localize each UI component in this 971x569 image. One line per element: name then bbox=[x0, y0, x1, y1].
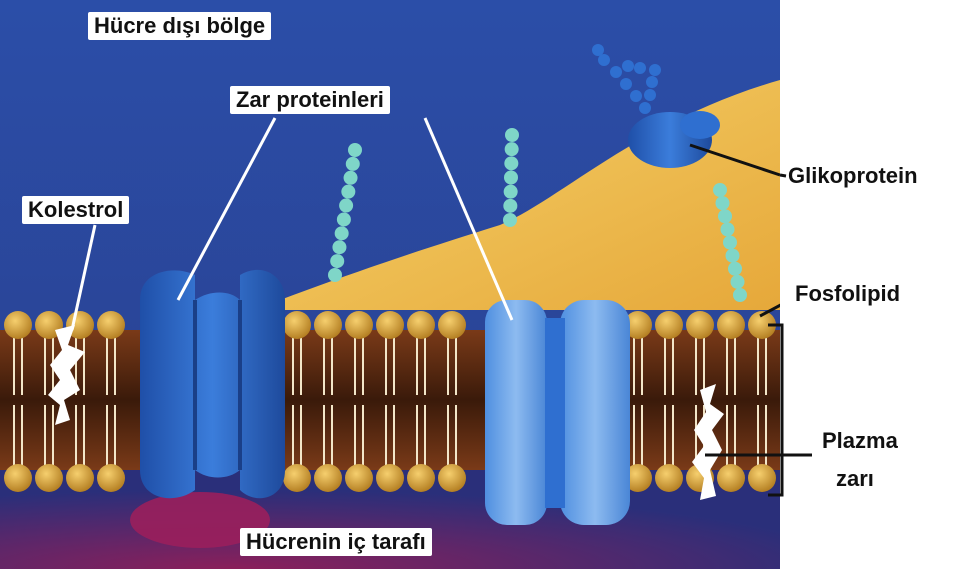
sugar-unit bbox=[348, 143, 362, 157]
phospholipid-head bbox=[283, 311, 311, 339]
sugar-unit bbox=[503, 213, 517, 227]
sugar-unit bbox=[716, 196, 730, 210]
label-plasma-line2: zarı bbox=[836, 468, 874, 490]
sugar-unit bbox=[332, 240, 346, 254]
phospholipid-heads-bottom bbox=[4, 464, 776, 492]
channel-protein-right bbox=[485, 300, 630, 525]
phospholipid-head bbox=[407, 311, 435, 339]
phospholipid-head bbox=[314, 311, 342, 339]
sugar-unit bbox=[346, 157, 360, 171]
phospholipid-head bbox=[35, 464, 63, 492]
sugar-unit bbox=[718, 209, 732, 223]
phospholipid-head bbox=[283, 464, 311, 492]
sugar-unit bbox=[504, 185, 518, 199]
phospholipid-head bbox=[655, 464, 683, 492]
phospholipid-head bbox=[655, 311, 683, 339]
phospholipid-head bbox=[97, 464, 125, 492]
sugar-unit bbox=[713, 183, 727, 197]
phospholipid-heads-top bbox=[4, 311, 776, 339]
sugar-unit bbox=[504, 156, 518, 170]
sugar-unit bbox=[503, 199, 517, 213]
label-membrane-proteins: Zar proteinleri bbox=[230, 86, 390, 114]
phospholipid-head bbox=[376, 464, 404, 492]
phospholipid-head bbox=[407, 464, 435, 492]
label-plasma-line1: Plazma bbox=[822, 430, 898, 452]
phospholipid-head bbox=[66, 464, 94, 492]
label-intracellular: Hücrenin iç tarafı bbox=[240, 528, 432, 556]
phospholipid-head bbox=[314, 464, 342, 492]
bilayer-core bbox=[0, 330, 780, 470]
phospholipid-head bbox=[686, 311, 714, 339]
phospholipid-head bbox=[717, 464, 745, 492]
phospholipid-head bbox=[345, 464, 373, 492]
sugar-unit bbox=[723, 236, 737, 250]
phospholipid-head bbox=[4, 311, 32, 339]
sugar-unit bbox=[330, 254, 344, 268]
channel-protein-left bbox=[140, 270, 285, 498]
sugar-unit bbox=[505, 128, 519, 142]
phospholipid-head bbox=[345, 311, 373, 339]
sugar-unit bbox=[504, 171, 518, 185]
sugar-unit bbox=[731, 275, 745, 289]
phospholipid-head bbox=[376, 311, 404, 339]
phospholipid-head bbox=[438, 464, 466, 492]
sugar-unit bbox=[733, 288, 747, 302]
sugar-unit bbox=[341, 185, 355, 199]
sugar-unit bbox=[337, 212, 351, 226]
sugar-unit bbox=[726, 249, 740, 263]
sugar-unit bbox=[335, 226, 349, 240]
label-glycoprotein: Glikoprotein bbox=[788, 165, 918, 187]
label-extracellular: Hücre dışı bölge bbox=[88, 12, 271, 40]
phospholipid-head bbox=[97, 311, 125, 339]
sugar-unit bbox=[721, 222, 735, 236]
sugar-unit bbox=[339, 199, 353, 213]
sugar-unit bbox=[328, 268, 342, 282]
phospholipid-head bbox=[748, 464, 776, 492]
phospholipid-head bbox=[4, 464, 32, 492]
phospholipid-head bbox=[438, 311, 466, 339]
sugar-unit bbox=[728, 262, 742, 276]
label-phospholipid: Fosfolipid bbox=[795, 283, 900, 305]
phospholipid-head bbox=[717, 311, 745, 339]
sugar-unit bbox=[505, 142, 519, 156]
label-cholesterol: Kolestrol bbox=[22, 196, 129, 224]
sugar-unit bbox=[344, 171, 358, 185]
